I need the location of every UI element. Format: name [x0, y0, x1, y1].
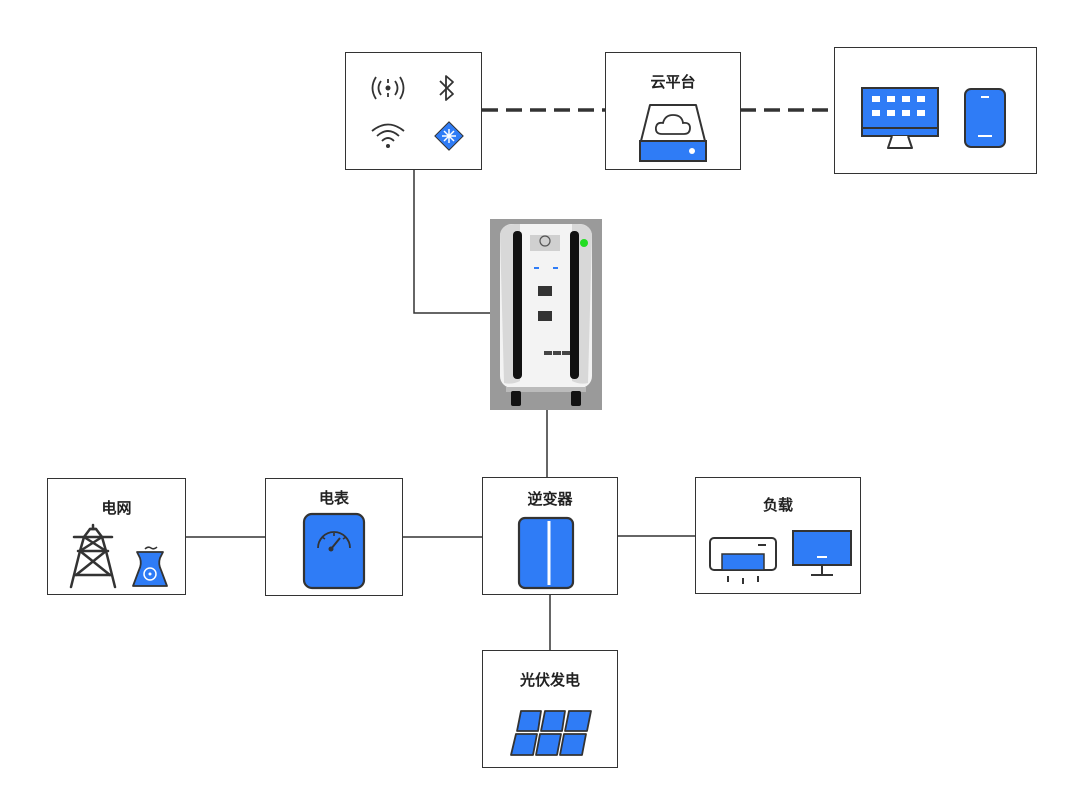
communication-module-box: [345, 52, 482, 170]
cloud-server-icon: [639, 104, 707, 162]
load-label: 负载: [762, 496, 793, 514]
bluetooth-icon: [439, 75, 454, 101]
grid-box: 电网: [47, 478, 186, 595]
solar-panel-icon: [510, 710, 592, 756]
pv-label: 光伏发电: [519, 671, 580, 689]
inverter-box: 逆变器: [482, 477, 618, 595]
load-box: 负载: [695, 477, 861, 594]
monitor-icon: [792, 530, 852, 576]
cloud-platform-label: 云平台: [650, 73, 696, 91]
power-tower-icon: [69, 523, 117, 589]
inverter-icon: [517, 516, 575, 590]
electric-meter-icon: [302, 512, 366, 590]
meter-box: 电表: [265, 478, 403, 596]
meter-label: 电表: [318, 489, 349, 507]
battery-cabinet-icon: [490, 219, 602, 410]
air-conditioner-icon: [709, 537, 777, 584]
battery-cabinet-illustration: [500, 224, 592, 406]
signal-broadcast-icon: [371, 76, 405, 100]
grid-label: 电网: [101, 499, 132, 517]
zigbee-icon: [434, 121, 464, 151]
wifi-icon: [371, 123, 405, 148]
client-devices-box: [834, 47, 1037, 174]
power-plant-icon: [132, 546, 168, 587]
desktop-monitor-icon: [861, 87, 939, 149]
inverter-label: 逆变器: [527, 490, 573, 508]
smartphone-icon: [964, 88, 1006, 148]
pv-box: 光伏发电: [482, 650, 618, 768]
comm-battery-link: [413, 170, 490, 314]
cloud-platform-box: 云平台: [605, 52, 741, 170]
